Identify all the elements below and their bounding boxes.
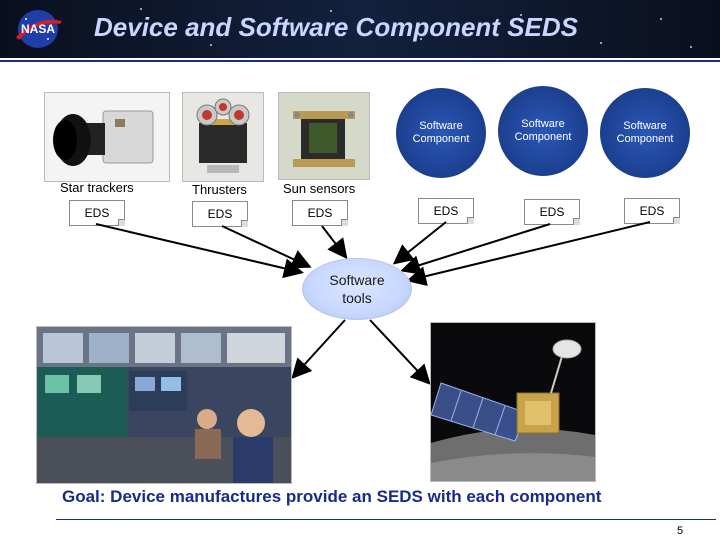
control-room-photo xyxy=(36,326,292,484)
arrow-star-trackers-to-tools xyxy=(95,223,304,279)
arrow-software2-to-tools xyxy=(400,223,551,275)
device-caption-star-trackers: Star trackers xyxy=(60,180,134,195)
eds-doc-sun-sensors: EDS xyxy=(292,200,348,226)
logo-text: NASA xyxy=(21,22,55,36)
software-component-label: Software Component xyxy=(514,118,572,143)
header-banner: NASA Device and Software Component SEDS xyxy=(0,0,720,58)
software-component-3: Software Component xyxy=(600,88,690,178)
eds-doc-thrusters: EDS xyxy=(192,201,248,227)
thruster-photo xyxy=(182,92,264,182)
software-tools-node: Software tools xyxy=(302,258,412,320)
arrow-sun-sensors-to-tools xyxy=(321,225,348,260)
eds-doc-software-2: EDS xyxy=(524,199,580,225)
goal-statement: Goal: Device manufactures provide an SED… xyxy=(62,487,602,506)
nasa-logo: NASA xyxy=(16,10,62,48)
star-tracker-photo xyxy=(44,92,170,182)
software-component-2: Software Component xyxy=(498,86,588,176)
sun-sensor-photo xyxy=(278,92,370,180)
arrow-tools-to-control-room xyxy=(291,319,346,379)
header-rule xyxy=(0,60,720,62)
software-component-label: Software Component xyxy=(412,120,470,145)
software-component-label: Software Component xyxy=(616,120,674,145)
eds-doc-software-1: EDS xyxy=(418,198,474,224)
page-title: Device and Software Component SEDS xyxy=(94,12,578,42)
eds-doc-star-trackers: EDS xyxy=(69,200,125,226)
arrow-software1-to-tools xyxy=(392,221,447,265)
device-caption-thrusters: Thrusters xyxy=(192,182,247,197)
arrow-tools-to-spacecraft xyxy=(369,319,431,385)
eds-doc-software-3: EDS xyxy=(624,198,680,224)
spacecraft-photo xyxy=(430,322,596,482)
page-number: 5 xyxy=(677,525,684,537)
arrow-software3-to-tools xyxy=(406,221,651,286)
software-component-1: Software Component xyxy=(396,88,486,178)
footer-rule xyxy=(56,519,716,520)
arrow-thrusters-to-tools xyxy=(221,225,312,269)
software-tools-label: Software tools xyxy=(329,272,385,306)
device-caption-sun-sensors: Sun sensors xyxy=(283,181,356,196)
